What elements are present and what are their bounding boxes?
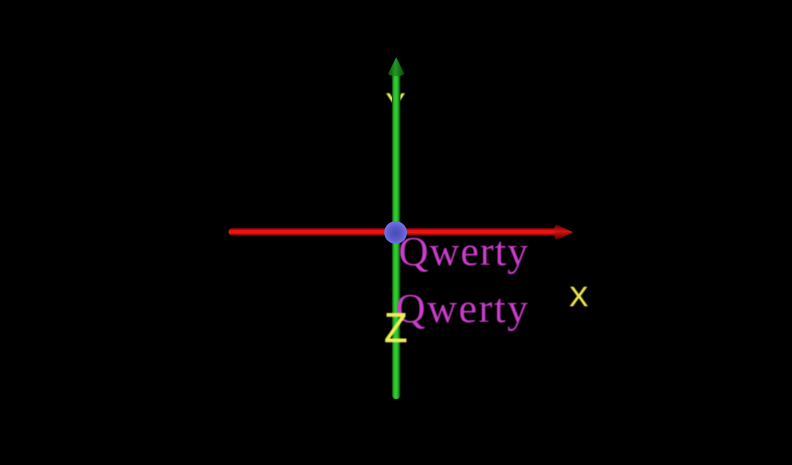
svg-text:X: X (569, 281, 588, 312)
svg-text:Z: Z (384, 305, 407, 351)
svg-text:Qwerty: Qwerty (396, 285, 530, 331)
svg-text:Qwerty: Qwerty (399, 228, 529, 274)
